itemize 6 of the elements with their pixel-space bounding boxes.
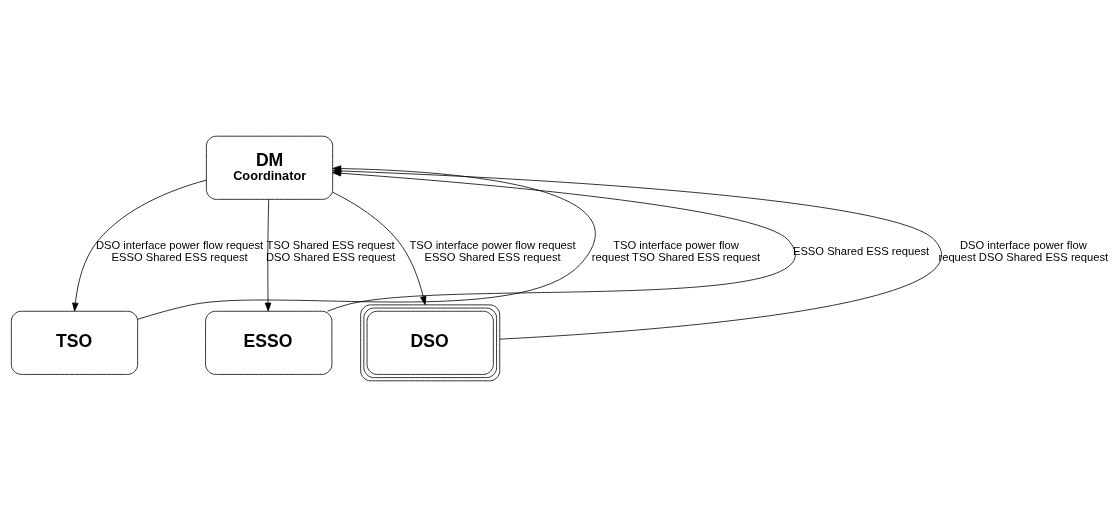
- edge-label: TSO interface power flow request TSO Shared ESS request: [591, 239, 761, 264]
- edge-label: DSO interface power flow request ESSO Shared ESS request: [95, 239, 264, 264]
- edge-label: DSO interface power flow request DSO Shared ESS request: [938, 239, 1109, 264]
- edge-label: TSO interface power flow request ESSO Shared ESS request: [409, 239, 576, 264]
- edge-label: ESSO Shared ESS request: [792, 245, 930, 258]
- edge-label: TSO Shared ESS request DSO Shared ESS request: [266, 239, 396, 264]
